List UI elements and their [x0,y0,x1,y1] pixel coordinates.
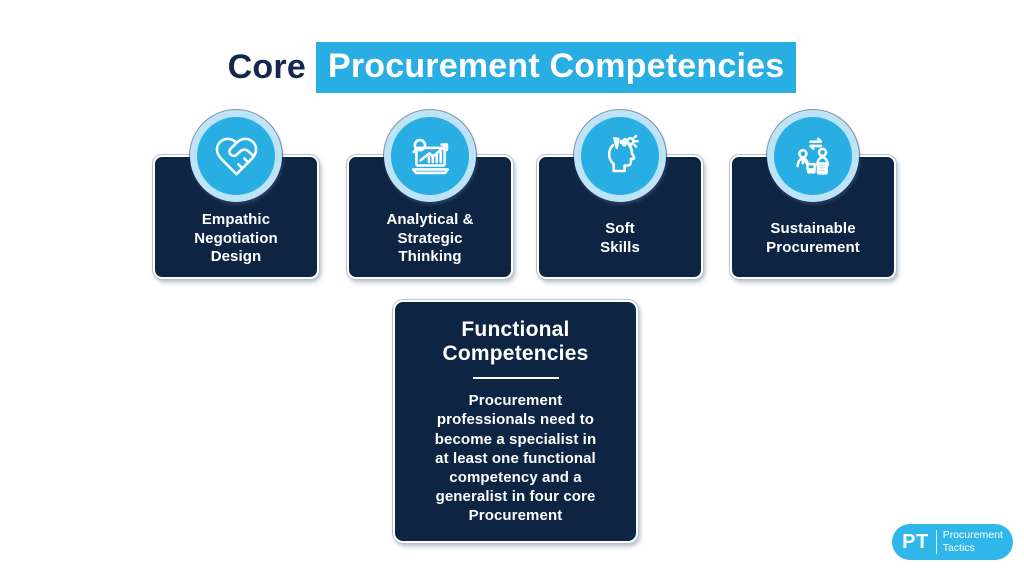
card-label-wrap: Empathic Negotiation Design [155,201,317,277]
heart-handshake-icon [215,137,257,175]
card-label: Empathic Negotiation Design [194,210,278,266]
icon-badge [767,110,859,202]
logo-word-line2: Tactics [942,542,975,554]
divider-line [472,377,559,380]
card-label-wrap: Analytical & Strategic Thinking [349,201,511,277]
competency-card-empathic-negotiation-design: Empathic Negotiation Design [153,110,319,279]
competency-card-sustainable-procurement: Sustainable Procurement [730,110,896,279]
card-label: Sustainable Procurement [766,220,860,256]
icon-badge [190,110,282,202]
logo-divider-line [935,530,937,554]
competency-card-analytical-strategic-thinking: Analytical & Strategic Thinking [347,110,513,279]
competency-card-soft-skills: Soft Skills [537,110,703,279]
card-label: Analytical & Strategic Thinking [386,210,474,266]
title-prefix: Core [227,48,306,86]
procurement-tactics-logo: PT Procurement Tactics [892,524,1013,560]
title-highlight: Procurement Competencies [315,41,797,93]
icon-badge [574,110,666,202]
icon-badge [384,110,476,202]
functional-competencies-card: Functional Competencies Procurement prof… [393,300,638,543]
page-title: Core Procurement Competencies [0,41,1024,93]
card-label-wrap: Soft Skills [539,201,701,277]
chart-magnifier-icon [411,138,449,174]
card-label: Soft Skills [600,220,640,256]
logo-wordmark: Procurement Tactics [943,529,1003,555]
logo-word-line1: Procurement [942,528,1003,541]
functional-card-body: Procurement professionals need to become… [434,392,597,525]
functional-card-title: Functional Competencies [442,318,589,366]
card-label-wrap: Sustainable Procurement [732,201,894,277]
people-exchange-icon [795,137,829,175]
logo-initials: PT [902,530,929,553]
idea-head-icon [607,134,639,172]
